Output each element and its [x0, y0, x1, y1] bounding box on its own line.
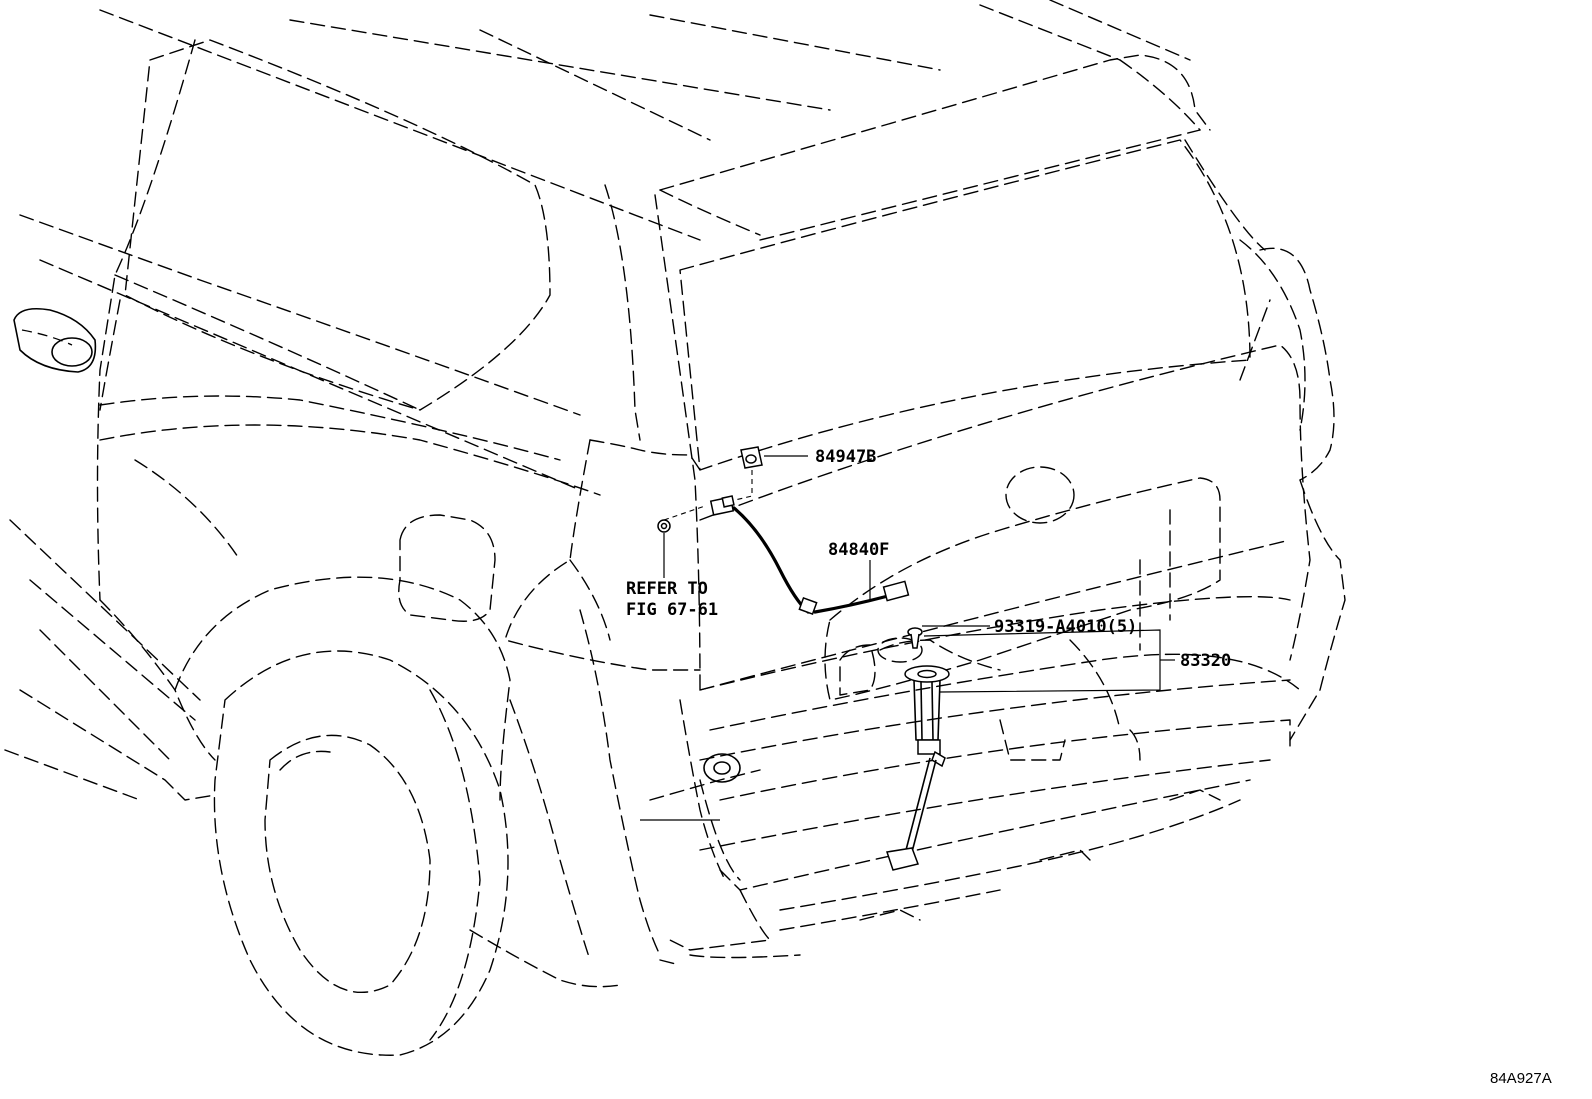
label-refer-line1: REFER TO	[626, 579, 708, 599]
vehicle-outline	[4, 0, 1346, 1056]
diagram-code: 84A927A	[1490, 1070, 1552, 1087]
label-93319: 93319-A4010(5)	[994, 617, 1137, 637]
part-84840F-wire-harness	[709, 495, 910, 615]
part-grommet-refer	[657, 519, 671, 533]
label-refer-line2: FIG 67-61	[626, 600, 718, 620]
label-84947B: 84947B	[815, 447, 876, 467]
leader-lines	[663, 455, 1175, 693]
part-83320-fuel-sender	[886, 665, 950, 871]
part-93319-screw	[907, 627, 923, 649]
part-84947B-grommet	[740, 446, 763, 469]
label-84840F: 84840F	[828, 540, 889, 560]
label-83320: 83320	[1180, 651, 1231, 671]
